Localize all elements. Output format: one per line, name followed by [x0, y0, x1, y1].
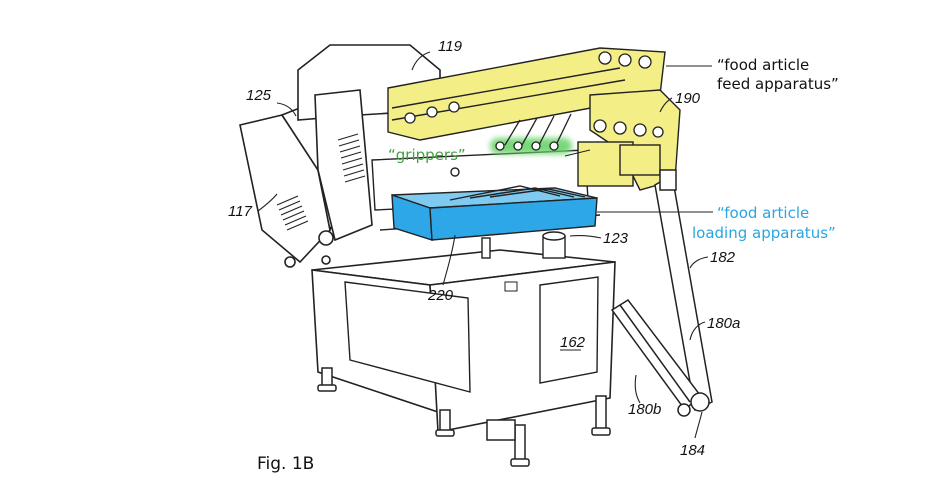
feed-rollers: [404, 51, 664, 138]
conveyor-arm: [610, 169, 713, 417]
ref-125: 125: [246, 87, 272, 104]
figure-caption: Fig. 1B: [257, 454, 314, 474]
feed-apparatus-label-line2: feed apparatus”: [717, 75, 839, 93]
machine-legs: [317, 367, 611, 467]
grippers-label: “grippers”: [388, 146, 466, 164]
ref-117: 117: [228, 203, 253, 220]
ref-162: 162: [560, 334, 586, 351]
label-plate: [504, 281, 518, 292]
ref-180a: 180a: [707, 315, 740, 332]
ref-182: 182: [710, 249, 736, 266]
side-panel-162: [539, 276, 599, 384]
hood-vents: [276, 195, 309, 231]
ref-180b: 180b: [628, 401, 661, 418]
feed-apparatus: [387, 47, 681, 191]
feed-apparatus-label-line1: “food article: [717, 56, 809, 74]
ref-190: 190: [675, 90, 701, 107]
housing-vents: [337, 133, 366, 183]
loading-apparatus-label-line1: “food article: [717, 204, 809, 222]
ref-220: 220: [427, 287, 454, 304]
loading-apparatus-label-line2: loading apparatus”: [692, 224, 836, 242]
ref-119: 119: [438, 38, 463, 55]
grippers: [490, 113, 572, 154]
leader-lines: [257, 51, 713, 439]
canister: [542, 231, 566, 259]
ref-123: 123: [603, 230, 629, 247]
loading-apparatus: [391, 185, 598, 241]
ref-184: 184: [680, 442, 705, 459]
front-door-panel: [344, 281, 471, 393]
